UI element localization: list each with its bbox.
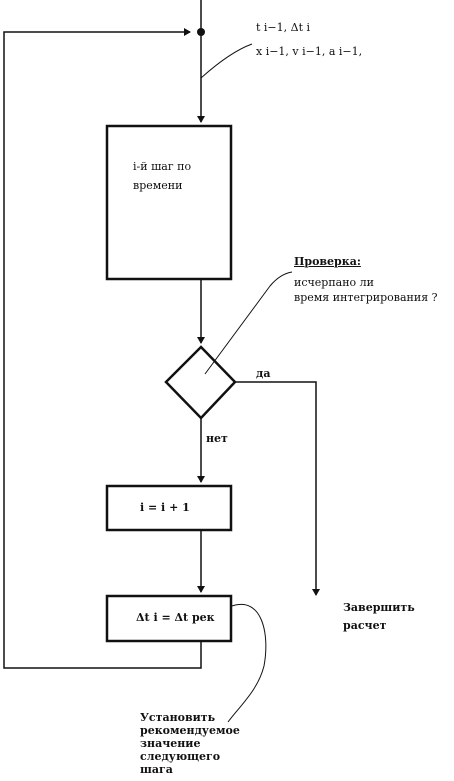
decision-diamond: [164, 345, 237, 420]
check-note-line1: исчерпано ли: [294, 276, 374, 289]
increment-box-text: i = i + 1: [140, 501, 190, 514]
dt-note-line3: значение: [140, 737, 201, 750]
dt-note-line4: следующего: [140, 750, 221, 763]
dt-note-line1: Установить: [140, 711, 216, 724]
check-note-title: Проверка:: [294, 255, 361, 268]
dt-note-leader-line: [227, 603, 267, 723]
finish-label-line1: Завершить: [343, 601, 415, 614]
dt-box: [105, 594, 233, 643]
step-box-line1: i-й шаг по: [133, 160, 192, 173]
finish-label-line2: расчет: [343, 619, 387, 632]
step-box: [105, 124, 233, 281]
yes-label: да: [256, 367, 271, 380]
check-note-line2: время интегрирования ?: [294, 291, 438, 304]
inputs-label-line1: t i−1, Δt i: [256, 21, 311, 34]
check-leader-line: [204, 271, 293, 375]
dt-box-text: Δt i = Δt рек: [136, 611, 215, 624]
increment-box: [105, 484, 233, 532]
dt-note-line2: рекомендуемое: [140, 724, 240, 737]
dt-note-line5: шага: [140, 763, 173, 776]
inputs-leader-line: [200, 43, 253, 79]
yes-branch-line: [235, 381, 320, 596]
inputs-label-line2: x i−1, v i−1, a i−1,: [256, 45, 363, 58]
step-box-line2: времени: [133, 179, 183, 192]
no-label: нет: [206, 432, 228, 445]
loop-back-line: [3, 28, 202, 669]
